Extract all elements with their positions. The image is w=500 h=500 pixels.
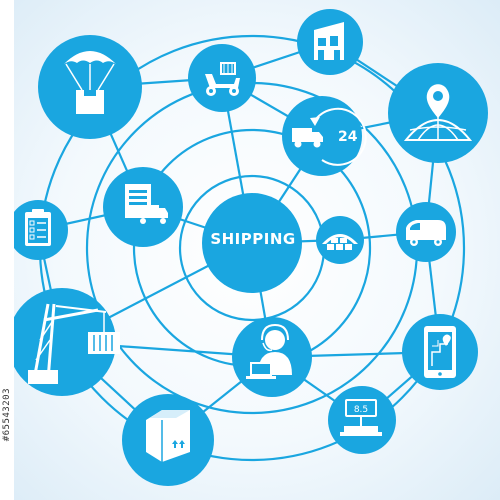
svg-text:24: 24 [338, 129, 358, 145]
truck-24h-delivery-icon: 24 [292, 107, 367, 166]
parachute-box-icon [64, 51, 116, 114]
truck-loading-dock-icon [125, 184, 168, 224]
node-scooter [188, 44, 256, 112]
svg-text:8.5: 8.5 [354, 405, 368, 415]
tablet-map-route-icon [424, 326, 456, 378]
customer-service-operator-icon [246, 323, 292, 379]
weighing-scale-icon: 8.5 [340, 399, 382, 436]
covered-storage-icon [322, 234, 358, 250]
package-box-icon [146, 410, 190, 462]
stock-id-label: #65543203 [2, 388, 12, 442]
checklist-clipboard-icon [25, 209, 51, 246]
stock-id-label-container: #65543203 [0, 330, 14, 500]
delivery-van-icon [406, 220, 446, 246]
center-label-shipping: SHIPPING [210, 230, 296, 248]
globe-location-pin-icon [403, 84, 473, 141]
stock-id-strip [0, 0, 14, 500]
warehouse-building-icon [314, 22, 344, 60]
delivery-scooter-icon [205, 62, 240, 96]
node-center-shipping [202, 193, 302, 293]
port-crane-container-icon [28, 303, 120, 384]
